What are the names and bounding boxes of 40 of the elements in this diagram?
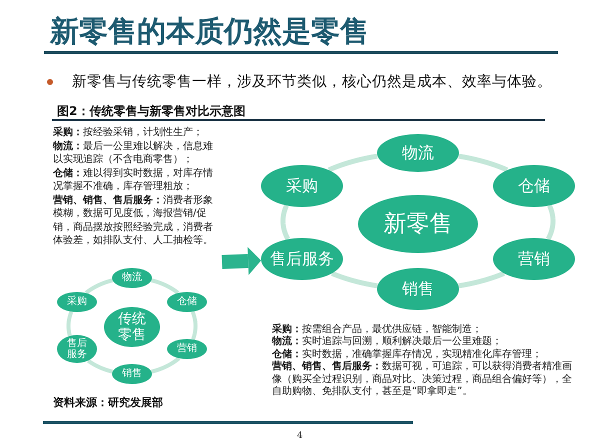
bullet-text: 新零售与传统零售一样，涉及环节类似，核心仍然是成本、效率与体验。 <box>72 73 552 91</box>
connector-arc <box>326 154 380 172</box>
note-text: 物流：实时追踪与回溯，顺利解决最后一公里难题； <box>272 336 503 348</box>
connector-arc <box>546 203 556 242</box>
ellipse-node: 销售 <box>377 268 459 310</box>
note-text: 仓储：难以得到实时数据，对库存情况掌握不准确，库存管理粗放； <box>53 166 214 194</box>
connector-arc <box>150 278 180 295</box>
ellipse-node: 营销 <box>167 339 207 359</box>
source-note: 资料来源：研究发展部 <box>53 396 163 410</box>
page-title: 新零售的本质仍然是零售 <box>50 14 369 49</box>
note-text: 仓储：实时数据，准确掌握库存情况，实现精准化库存管理； <box>272 348 543 360</box>
ellipse-node: 仓储 <box>493 165 575 207</box>
ellipse-node: 售后服务 <box>57 335 97 363</box>
connector-arc <box>84 278 114 295</box>
note-text: 采购：按经验采销，计划性生产； <box>53 126 204 140</box>
ellipse-node: 营销 <box>493 238 575 280</box>
connector-arc <box>190 310 198 342</box>
connector-arc <box>456 271 506 288</box>
block-arrow <box>222 247 262 275</box>
note-text: 营销、销售、售后服务：消费者形象模糊，数据可见度低，海报营销/促销，商品摆放按照经验完成，消费者体验差，如排队支付、人工抽检等。 <box>53 194 214 248</box>
page-number: 4 <box>297 431 303 442</box>
ellipse-node: 物流 <box>112 268 152 288</box>
note-text: 采购：按需组合产品，最优供应链，智能制造； <box>272 324 483 335</box>
figure-caption: 图2：传统零售与新零售对比示意图 <box>57 104 246 118</box>
connector-arc <box>456 154 510 172</box>
ellipse-node: 销售 <box>112 364 152 384</box>
hub-ellipse: 新零售 <box>358 195 478 253</box>
ellipse-node: 售后服务 <box>261 238 343 280</box>
connector-arc <box>280 203 290 242</box>
hub-ellipse: 传统零售 <box>104 307 160 347</box>
ellipse-node: 采购 <box>57 292 97 312</box>
connector-arc <box>86 358 114 374</box>
connector-arc <box>330 271 380 288</box>
ellipse-node: 仓储 <box>167 292 207 312</box>
connector-arc <box>66 310 74 338</box>
ellipse-node: 物流 <box>377 134 459 172</box>
ellipse-node: 采购 <box>261 165 343 207</box>
note-text: 营销、销售、售后服务：数据可视，可追踪，可以获得消费者精准画像（购买全过程识别，商品对比、决策过程，商品组合偏好等），全自助购物、免排队支付，甚至是“即拿即走”。 <box>272 361 573 398</box>
connector-arc <box>150 356 181 374</box>
note-text: 物流：最后一公里难以解决，信息难以实现追踪（不含电商零售）； <box>53 140 214 166</box>
